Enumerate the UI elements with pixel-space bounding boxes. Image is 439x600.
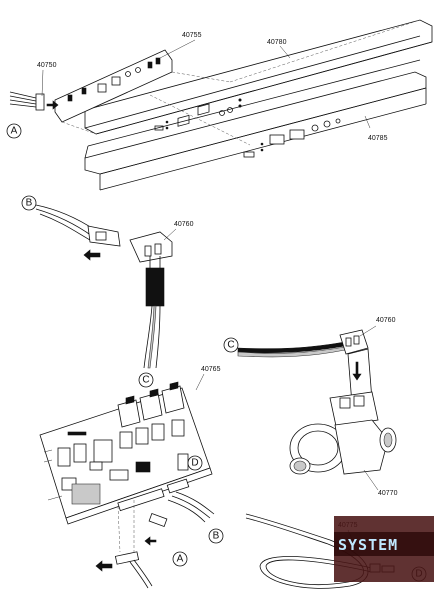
knob xyxy=(323,120,331,128)
knob xyxy=(311,124,319,132)
part-number-40785: 40785 xyxy=(368,135,388,142)
pump-motor xyxy=(334,419,389,475)
pull-arrow-icon-2 xyxy=(144,536,157,546)
main-pcb-assembly: 40765 D B A xyxy=(39,366,224,589)
callout-A xyxy=(6,123,22,139)
pull-arrow-icon xyxy=(83,249,101,261)
callout-C-2 xyxy=(223,337,239,353)
pull-arrow-icon-3 xyxy=(95,560,113,572)
knob xyxy=(335,118,341,124)
watermark-text: SYSTEM xyxy=(338,536,398,554)
display-window xyxy=(197,103,210,116)
part-number-40765: 40765 xyxy=(201,366,221,373)
part-number-40770: 40770 xyxy=(378,490,398,497)
display-window xyxy=(269,134,285,145)
cable-sleeve xyxy=(145,267,165,307)
part-number-40755: 40755 xyxy=(182,32,202,39)
system-watermark: SYSTEM xyxy=(334,516,434,582)
callout-B-2-label: B xyxy=(213,531,220,542)
callout-D xyxy=(187,455,203,471)
display-window xyxy=(177,114,190,127)
switch xyxy=(243,151,255,158)
insert-arrow-icon-2 xyxy=(352,361,362,381)
callout-B-2 xyxy=(208,528,224,544)
callout-D-label: D xyxy=(191,458,198,469)
part-number-40780: 40780 xyxy=(267,39,287,46)
part-number-40760: 40760 xyxy=(174,221,194,228)
callout-C-2-label: C xyxy=(227,340,234,351)
callout-A-label: A xyxy=(11,126,18,137)
callout-A-2 xyxy=(172,551,188,567)
callout-B-label: B xyxy=(26,198,33,209)
transformer xyxy=(71,483,101,505)
part-number-40760-b: 40760 xyxy=(376,317,396,324)
callout-C-label: C xyxy=(142,375,149,386)
plug-connector-assembly: B 40760 C xyxy=(21,195,194,388)
part-number-40750: 40750 xyxy=(37,62,57,69)
display-window xyxy=(289,129,305,140)
ribbon-connector xyxy=(9,91,59,111)
insert-arrow-icon xyxy=(46,100,59,110)
drain-pump-assembly: C 40760 40770 xyxy=(223,317,398,497)
callout-B xyxy=(21,195,37,211)
control-panel-assembly: 40750 40755 40780 40785 A xyxy=(6,19,433,191)
callout-A-2-label: A xyxy=(177,554,184,565)
callout-C xyxy=(138,372,154,388)
